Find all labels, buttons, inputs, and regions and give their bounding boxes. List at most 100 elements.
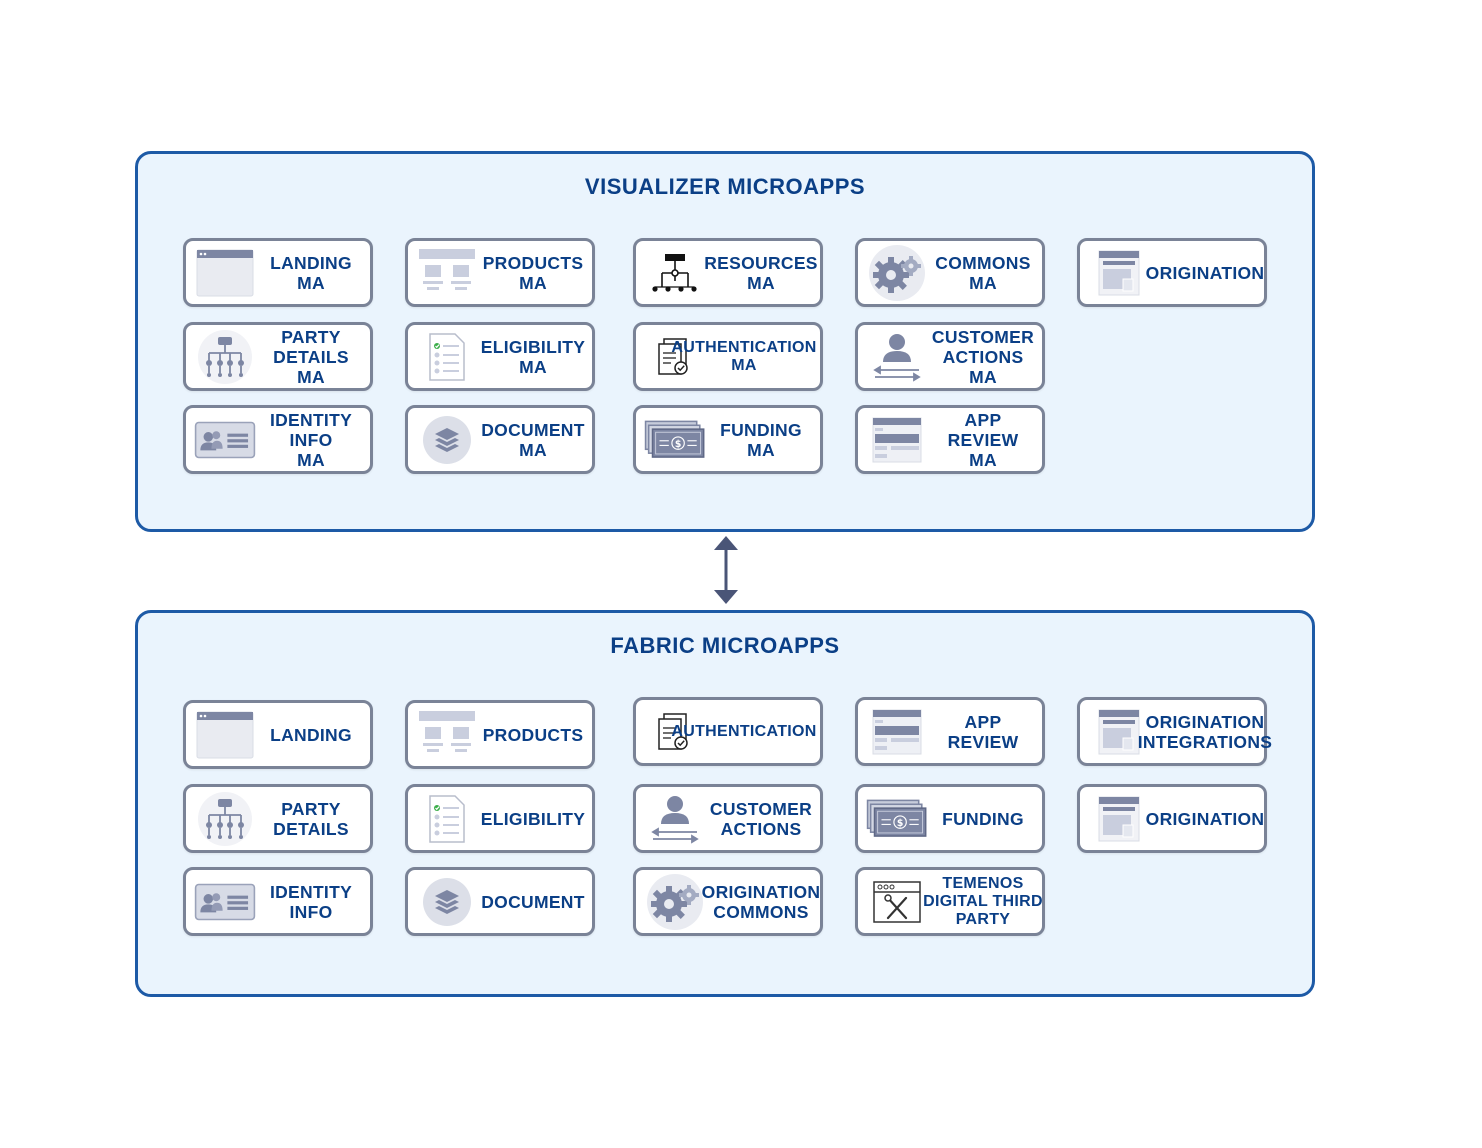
card-label-line: ORIGINATION (1145, 711, 1265, 732)
fabric-panel-title: FABRIC MICROAPPS (610, 633, 840, 658)
card-label-line: FUNDING (720, 419, 802, 440)
card-label: DOCUMENT (478, 870, 588, 933)
card-label-line: IDENTITY (269, 881, 353, 902)
card-label-line: ORIGINATION (1145, 808, 1265, 829)
card-label-line: REVIEW (947, 731, 1019, 752)
origination-window-icon (1088, 793, 1150, 845)
card-label: ORIGINATION (1146, 787, 1264, 850)
double-arrow-icon (714, 536, 738, 604)
document-check-icon (644, 331, 706, 383)
card-funding: $ FUNDING (855, 784, 1045, 853)
card-label-line: MA (297, 272, 325, 293)
gears-icon (644, 874, 706, 930)
card-label-line: ELIGIBILITY (480, 808, 586, 829)
card-label-line: INFO (289, 429, 333, 450)
card-label-line: MA (969, 272, 997, 293)
product-layout-icon (416, 247, 478, 299)
card-label-line: MA (969, 449, 997, 470)
layers-icon (416, 414, 478, 466)
form-window-icon (866, 414, 928, 466)
checklist-icon (416, 793, 478, 845)
card-label-line: ORIGINATION (1145, 262, 1265, 283)
card-label-line: INTEGRATIONS (1137, 731, 1273, 752)
card-label: ORIGINATION (1146, 241, 1264, 304)
card-label-line: AUTHENTICATION (671, 722, 817, 740)
card-label-line: PRODUCTS (482, 724, 584, 745)
card-label-line: RESOURCES (704, 252, 818, 273)
card-label-line: ACTIONS (720, 818, 802, 839)
card-label: AUTHENTICATION (671, 700, 817, 763)
card-origination: ORIGINATION (1077, 784, 1267, 853)
card-label-line: DETAILS (273, 818, 349, 839)
card-label-line: MA (747, 272, 775, 293)
id-card-icon (194, 876, 256, 928)
svg-text:$: $ (897, 818, 903, 829)
card-label-line: CUSTOMER (931, 326, 1035, 347)
card-label-line: IDENTITY (269, 409, 353, 430)
card-label-line: PARTY (281, 326, 341, 347)
card-label: ELIGIBILITY (478, 787, 588, 850)
card-products: PRODUCTS (405, 700, 595, 769)
card-eligibility: ELIGIBILITY (405, 784, 595, 853)
user-transfer-icon (866, 331, 928, 383)
card-label-line: DOCUMENT (481, 419, 585, 440)
card-label-line: MA (297, 366, 325, 387)
card-label-line: TEMENOS (942, 874, 1024, 892)
origination-window-icon (1088, 247, 1150, 299)
card-label-line: MA (519, 439, 547, 460)
card-authentication: AUTHENTICATION (633, 697, 823, 766)
card-label-line: AUTHENTICATION (671, 338, 817, 356)
banknotes-icon: $ (866, 793, 928, 845)
card-label-line: DOCUMENT (481, 891, 585, 912)
card-label-line: MA (747, 439, 775, 460)
card-label-line: MA (969, 366, 997, 387)
card-label-line: ELIGIBILITY (480, 336, 586, 357)
card-label-line: MA (297, 449, 325, 470)
card-label-line: APP (964, 711, 1002, 732)
layers-icon (416, 876, 478, 928)
card-landing: LANDING (183, 700, 373, 769)
card-label-line: PARTY (955, 910, 1011, 928)
card-label-line: MA (731, 356, 757, 374)
card-label-line: DETAILS (273, 346, 349, 367)
form-window-icon (866, 706, 928, 758)
card-label-line: PRODUCTS (482, 252, 584, 273)
card-label: FUNDING (928, 787, 1038, 850)
browser-window-icon (194, 709, 256, 761)
gears-icon (866, 245, 928, 301)
card-document: DOCUMENT (405, 867, 595, 936)
card-origination: ORIGINATION (1077, 238, 1267, 307)
visualizer-panel-title: VISUALIZER MICROAPPS (584, 174, 866, 199)
origination-window-icon (1088, 706, 1150, 758)
svg-text:$: $ (675, 439, 681, 450)
fabric-microapps-panel: FABRIC MICROAPPS LANDING PRODUCTS AUTHEN… (135, 610, 1315, 997)
id-card-icon (194, 414, 256, 466)
org-chart-icon (194, 792, 256, 846)
card-label-line: REVIEW (947, 429, 1019, 450)
card-label: LANDING (256, 703, 366, 766)
